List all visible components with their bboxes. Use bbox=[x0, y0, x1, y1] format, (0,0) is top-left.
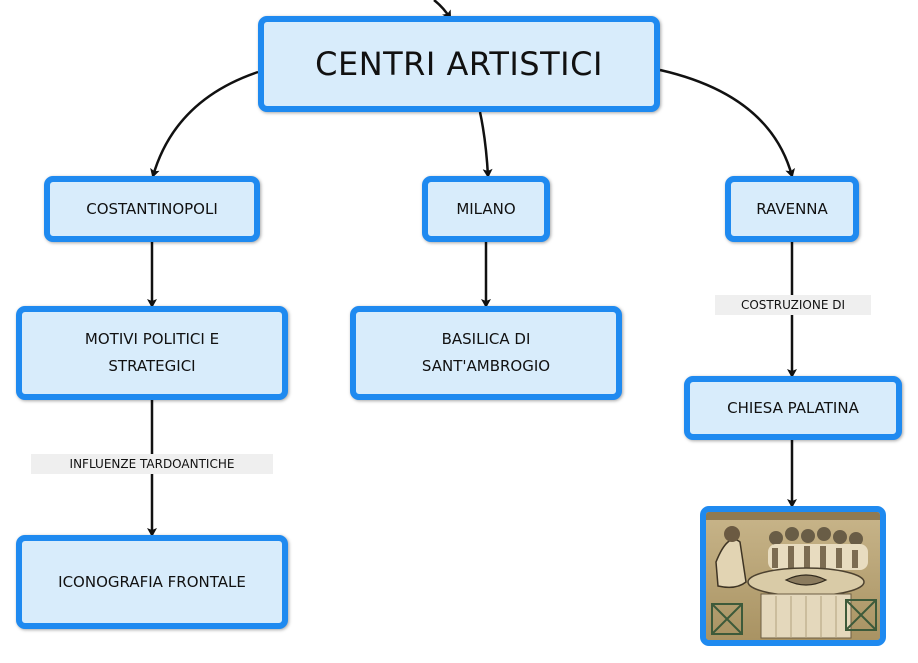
node-ravenna-label: RAVENNA bbox=[756, 199, 828, 218]
edge-label-influenze: INFLUENZE TARDOANTICHE bbox=[31, 454, 273, 474]
node-ravenna: RAVENNA bbox=[725, 176, 859, 242]
node-chiesa-label: CHIESA PALATINA bbox=[727, 398, 859, 417]
node-basilica: BASILICA DI SANT'AMBROGIO bbox=[350, 306, 622, 400]
node-motivi: MOTIVI POLITICI E STRATEGICI bbox=[16, 306, 288, 400]
mosaic-image bbox=[700, 506, 886, 646]
node-motivi-label: MOTIVI POLITICI E STRATEGICI bbox=[84, 330, 220, 375]
node-iconografia: ICONOGRAFIA FRONTALE bbox=[16, 535, 288, 629]
title-node: CENTRI ARTISTICI bbox=[258, 16, 660, 112]
node-milano-label: MILANO bbox=[456, 199, 516, 218]
node-milano: MILANO bbox=[422, 176, 550, 242]
node-iconografia-label: ICONOGRAFIA FRONTALE bbox=[58, 572, 246, 591]
edge-title-ravenna bbox=[659, 68, 795, 178]
edge-label-costruzione-text: COSTRUZIONE DI bbox=[740, 298, 846, 312]
title-label: CENTRI ARTISTICI bbox=[315, 45, 603, 83]
node-costantinopoli-label: COSTANTINOPOLI bbox=[86, 199, 218, 218]
edge-label-influenze-text: INFLUENZE TARDOANTICHE bbox=[69, 457, 235, 471]
mosaic-picture bbox=[706, 512, 880, 640]
edge-title-milano bbox=[478, 111, 493, 178]
edge-title-costantinopoli bbox=[150, 70, 259, 178]
node-costantinopoli: COSTANTINOPOLI bbox=[44, 176, 260, 242]
edge-label-costruzione: COSTRUZIONE DI bbox=[715, 295, 871, 315]
node-chiesa: CHIESA PALATINA bbox=[684, 376, 902, 440]
node-basilica-label: BASILICA DI SANT'AMBROGIO bbox=[421, 330, 551, 375]
